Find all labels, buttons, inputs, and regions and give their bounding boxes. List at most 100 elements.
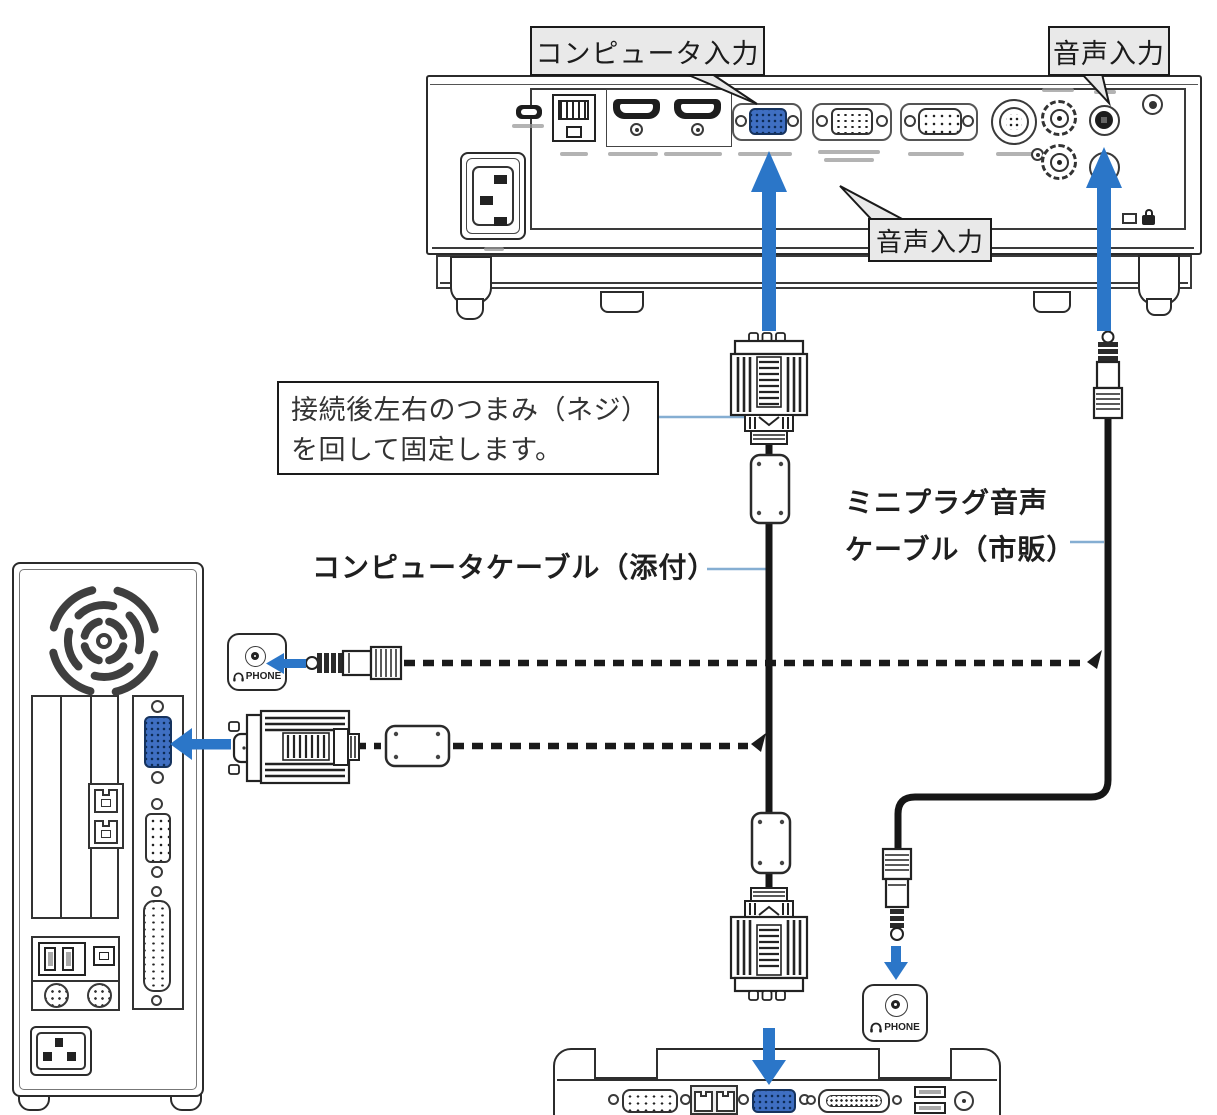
laptop-hinge-left [594, 1048, 658, 1079]
power-inlet-inner [466, 158, 520, 234]
usb-port [44, 947, 56, 971]
port-label-smudge [818, 150, 880, 154]
laptop-rj45-port [716, 1091, 735, 1112]
mini-plug-top [1092, 330, 1124, 420]
tower-parallel-port [143, 900, 171, 992]
hdmi2-screw [691, 123, 704, 136]
case-screw [1142, 94, 1163, 115]
power-pin [43, 1052, 52, 1061]
screw-hole [151, 700, 164, 713]
screw-hole [151, 886, 162, 897]
tower-ps2-block [31, 980, 120, 1011]
screw-hole [151, 995, 162, 1006]
headphone-icon [870, 1022, 883, 1033]
ps2-port [87, 983, 112, 1008]
vga-screw-hole [787, 115, 799, 127]
screw-hole [608, 1094, 619, 1105]
screw-hole [904, 115, 916, 127]
port-label-smudge [664, 152, 722, 156]
power-pin [494, 217, 507, 226]
note-box: 接続後左右のつまみ（ネジ） を回して固定します。 [277, 381, 659, 475]
usb-b-port [93, 946, 115, 966]
lock-icon-body [1142, 215, 1155, 225]
ferrite-core [384, 453, 792, 875]
phone-jack-right-label: PHONE [884, 1022, 920, 1033]
computer-vga-input-dsub [749, 108, 787, 135]
note-line1: 接続後左右のつまみ（ネジ） [291, 395, 649, 425]
vga-dashed-cable [356, 733, 766, 752]
projector-foot-left-pad [456, 298, 484, 320]
audio-cable-label-line2: ケーブル（市販） [845, 534, 1076, 565]
port-label-smudge [996, 152, 1036, 156]
tower-power-socket [36, 1032, 86, 1070]
port-label-smudge [560, 152, 588, 156]
laptop-power-jack [954, 1091, 974, 1111]
mini-plug-bottom [881, 847, 913, 941]
note-line2: を回して固定します。 [291, 435, 563, 465]
screw-hole [151, 798, 163, 810]
laptop-vga-port [752, 1089, 796, 1113]
projector-foot-left [450, 256, 492, 304]
power-inlet-socket [472, 166, 514, 226]
tower-rj45-port [94, 820, 118, 844]
rca-jack-l [1041, 100, 1077, 136]
usb-port [62, 947, 74, 971]
callout-audio-input-top-label: 音声入力 [1053, 38, 1165, 69]
laptop-rj45-port [694, 1091, 713, 1112]
callout-computer-input-label: コンピュータ入力 [535, 38, 760, 69]
din-port [991, 99, 1037, 145]
port-label-smudge [1042, 88, 1074, 92]
port-label-smudge [908, 152, 964, 156]
callout-audio-input-mid: 音声入力 [868, 218, 992, 262]
screw-hole [962, 115, 974, 127]
hdmi1-port [613, 99, 660, 119]
vga-screw-hole [816, 115, 828, 127]
vga-plug-bottom [729, 887, 809, 1001]
jack-hole-icon [245, 646, 266, 667]
arrow-down-to-phone-jack [884, 946, 908, 980]
tower-rj45-port [94, 789, 118, 813]
hdmi1-screw [630, 123, 643, 136]
power-pin [55, 1038, 63, 1047]
callout-audio-input-top: 音声入力 [1048, 26, 1170, 76]
audio-minijack-port2 [1089, 152, 1120, 183]
power-pin [67, 1052, 76, 1061]
port-label-smudge [484, 247, 504, 251]
lan-port [552, 94, 596, 142]
headphone-icon [232, 672, 244, 682]
laptop-parallel-port [818, 1089, 890, 1113]
hdmi2-port [674, 99, 721, 119]
rca-jack-r [1041, 144, 1077, 180]
monitor-out-dsub [831, 108, 873, 135]
service-usb-port [516, 105, 542, 119]
vga-screw-hole [876, 115, 888, 127]
mini-plug-left [305, 645, 403, 681]
laptop-hinge-right [878, 1048, 952, 1079]
tower-usb-inner [38, 942, 86, 976]
screw-hole [806, 1095, 816, 1105]
pc-control-dsub [918, 108, 962, 135]
vga-screw-hole [738, 1094, 749, 1105]
vga-screw-hole [735, 115, 747, 127]
projector-foot-mid [600, 291, 644, 313]
laptop-usb-port [914, 1102, 946, 1114]
port-label-smudge [1094, 90, 1116, 94]
projector-connector-panel [530, 88, 1186, 230]
tower-serial-port [145, 813, 171, 863]
screw-hole [892, 1095, 902, 1105]
power-pin [480, 196, 493, 205]
phone-jack-left: PHONE [227, 633, 287, 691]
projector-mid-line [432, 247, 1194, 249]
laptop-inner-line [557, 1079, 997, 1081]
callout-computer-input: コンピュータ入力 [530, 26, 765, 76]
din-pins [1006, 114, 1022, 130]
projector-foot-mid2 [1033, 291, 1071, 313]
callout-audio-input-mid-label: 音声入力 [875, 226, 984, 257]
audio-dashed-cable [404, 650, 1102, 669]
laptop-usb-port [914, 1086, 946, 1098]
laptop-serial-port [622, 1089, 678, 1113]
lock-icon [1145, 209, 1153, 217]
power-pin [494, 175, 507, 184]
vga-plug-top [729, 332, 809, 445]
phone-jack-right: PHONE [862, 984, 928, 1042]
